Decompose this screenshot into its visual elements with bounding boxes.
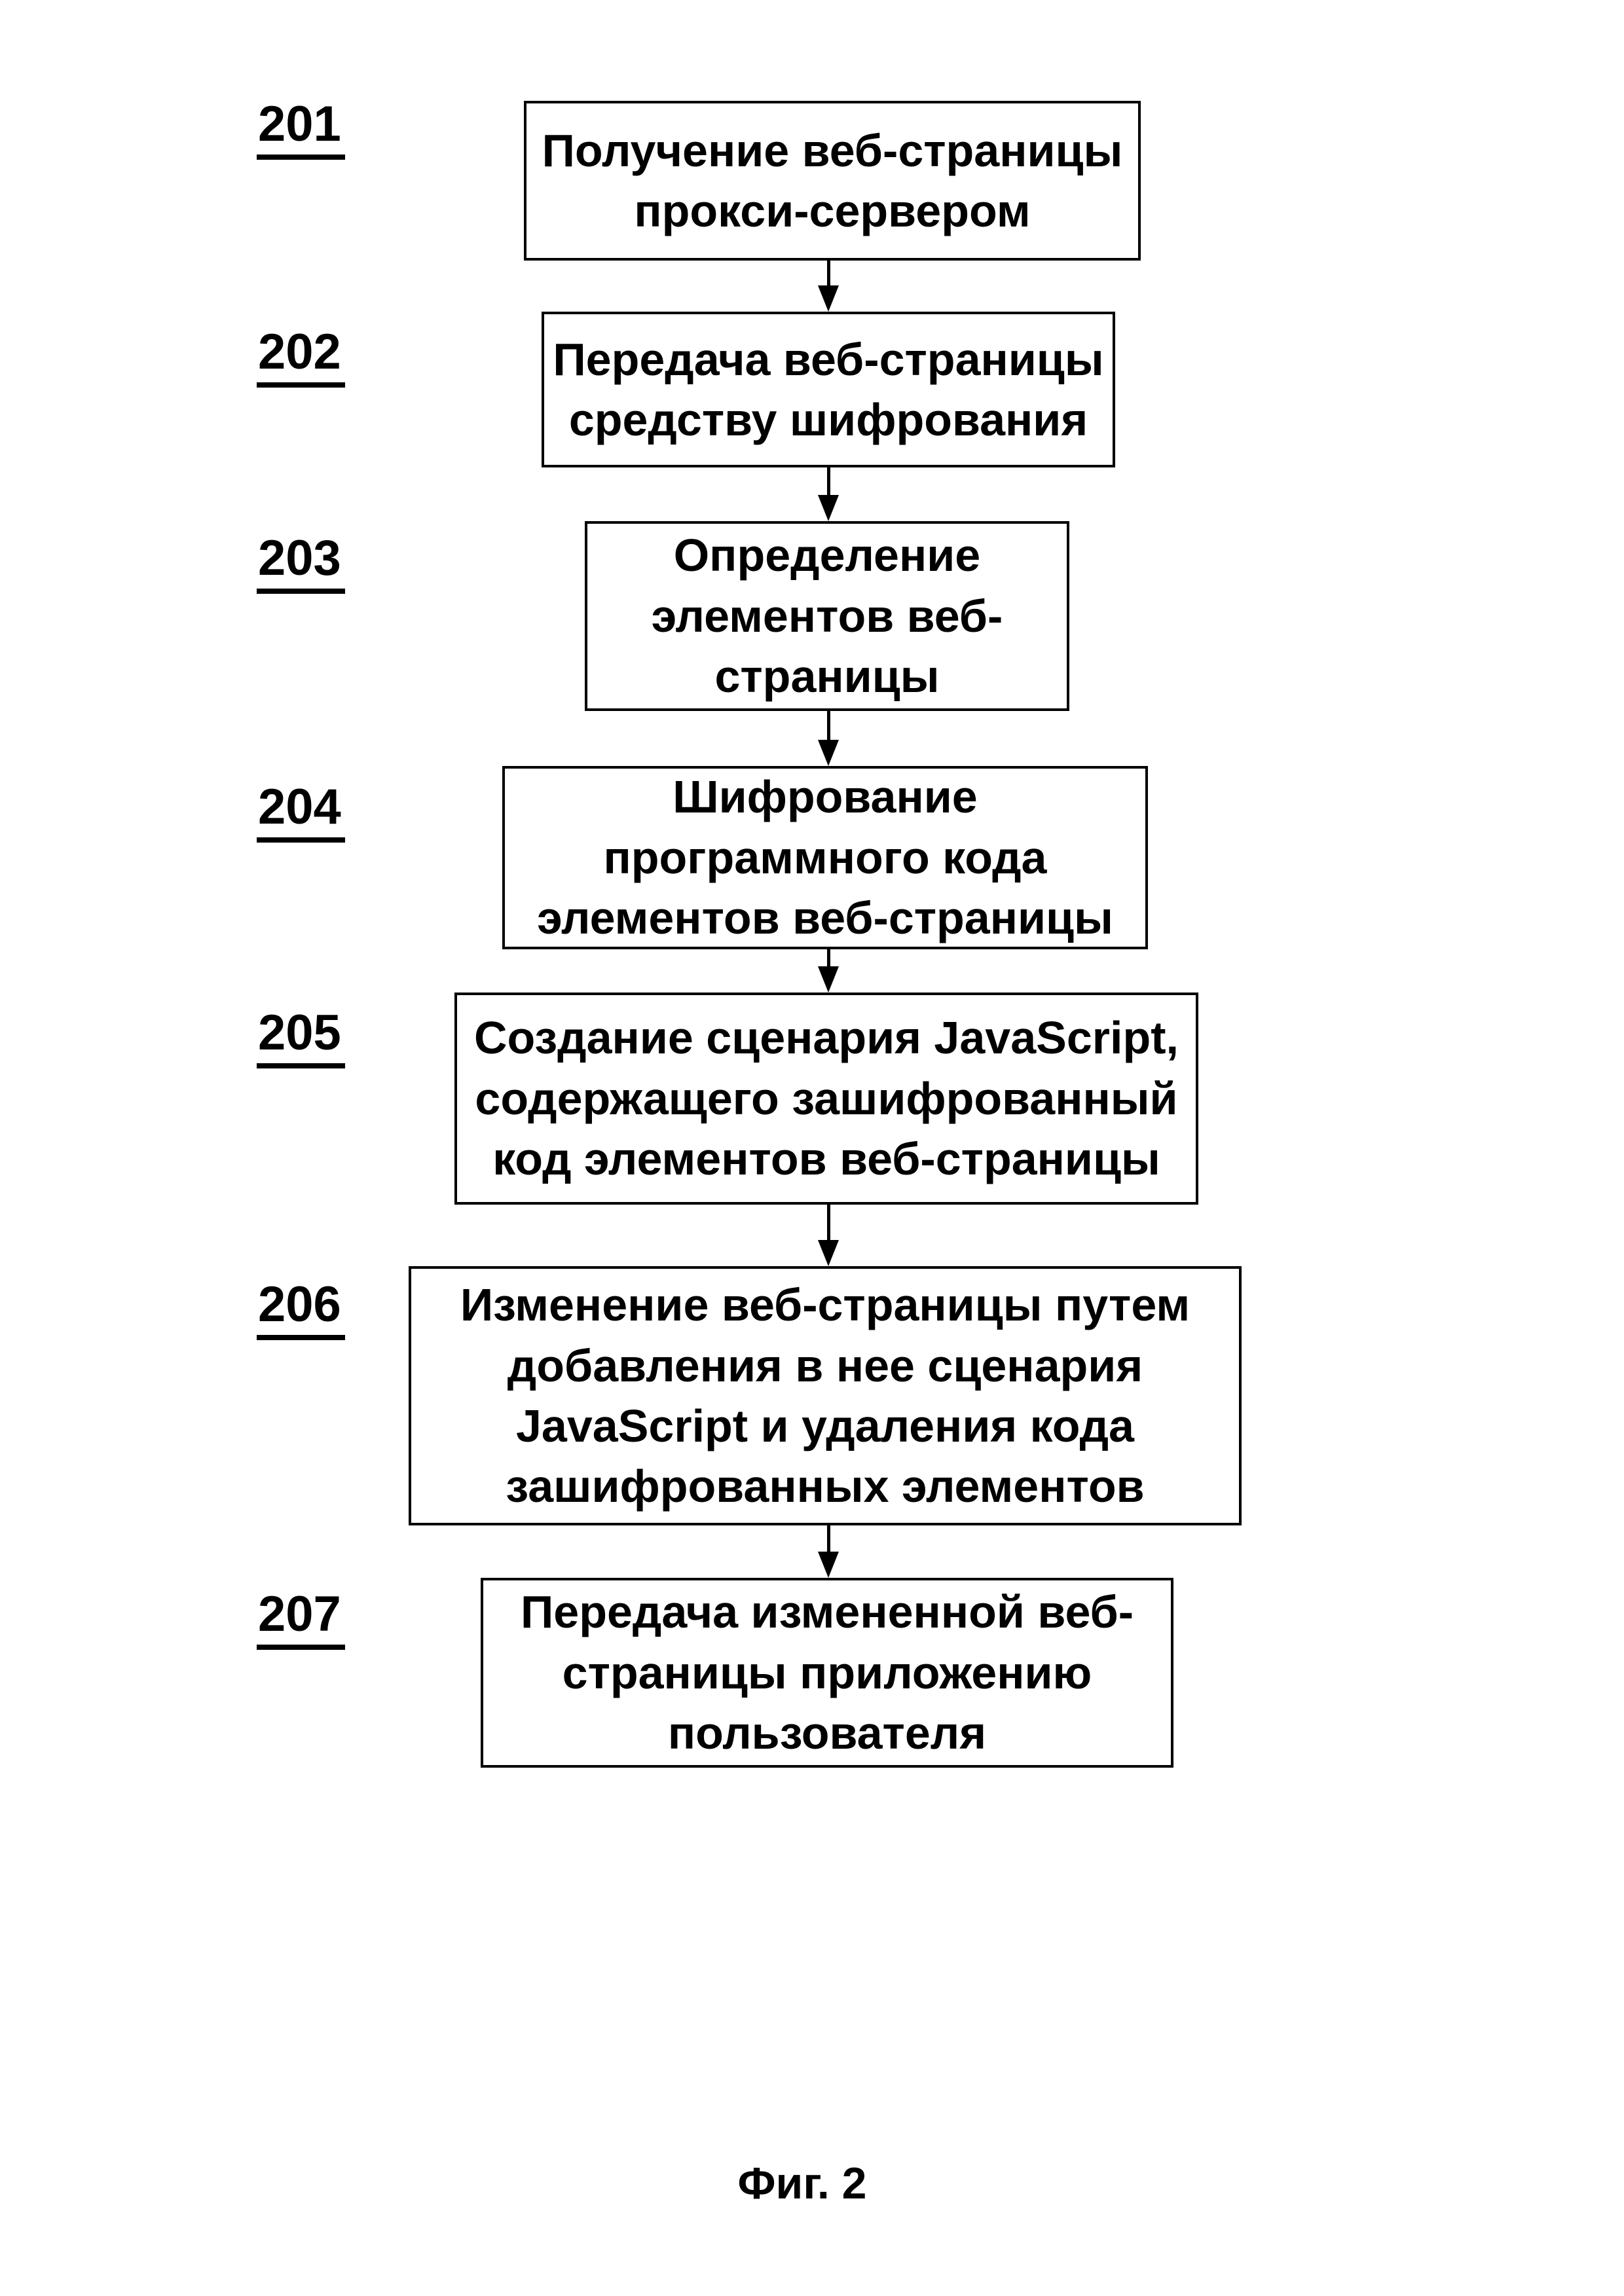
flow-arrow-203-204	[815, 711, 841, 766]
arrow-shaft	[826, 1205, 830, 1240]
arrow-shaft	[826, 949, 830, 966]
step-205-box: Создание сценария JavaScript, содержащег…	[454, 993, 1198, 1205]
step-207-text: Передача измененной веб- страницы прилож…	[520, 1586, 1134, 1759]
arrow-shaft	[826, 261, 830, 285]
step-203-label: 203	[257, 534, 345, 594]
flow-arrow-202-203	[815, 467, 841, 521]
arrow-down-icon	[818, 495, 839, 521]
step-207-box: Передача измененной веб- страницы прилож…	[481, 1578, 1173, 1768]
step-202-text: Передача веб-страницы средству шифровани…	[553, 333, 1104, 445]
arrow-shaft	[826, 711, 830, 740]
flow-arrow-206-207	[815, 1525, 841, 1578]
step-202-box: Передача веб-страницы средству шифровани…	[542, 312, 1115, 467]
step-205-label: 205	[257, 1008, 345, 1068]
step-206-box: Изменение веб-страницы путем добавления …	[409, 1266, 1242, 1525]
flow-arrow-204-205	[815, 949, 841, 993]
arrow-shaft	[826, 1525, 830, 1552]
arrow-down-icon	[818, 740, 839, 766]
step-207-label: 207	[257, 1590, 345, 1650]
arrow-down-icon	[818, 1240, 839, 1266]
arrow-down-icon	[818, 285, 839, 312]
flow-arrow-205-206	[815, 1205, 841, 1266]
arrow-shaft	[826, 467, 830, 495]
step-206-label: 206	[257, 1280, 345, 1340]
step-201-text: Получение веб-страницы прокси-сервером	[542, 124, 1123, 236]
arrow-down-icon	[818, 1552, 839, 1578]
arrow-down-icon	[818, 966, 839, 993]
step-204-text: Шифрование программного кода элементов в…	[537, 771, 1113, 944]
step-205-text: Создание сценария JavaScript, содержащег…	[474, 1012, 1179, 1185]
step-201-label: 201	[257, 100, 345, 160]
step-203-box: Определение элементов веб- страницы	[585, 521, 1069, 711]
step-201-box: Получение веб-страницы прокси-сервером	[524, 101, 1141, 261]
step-203-text: Определение элементов веб- страницы	[651, 530, 1003, 702]
step-204-box: Шифрование программного кода элементов в…	[502, 766, 1148, 949]
step-202-label: 202	[257, 327, 345, 388]
step-204-label: 204	[257, 782, 345, 843]
flow-arrow-201-202	[815, 261, 841, 312]
step-206-text: Изменение веб-страницы путем добавления …	[460, 1279, 1190, 1512]
figure-caption: Фиг. 2	[737, 2159, 867, 2208]
